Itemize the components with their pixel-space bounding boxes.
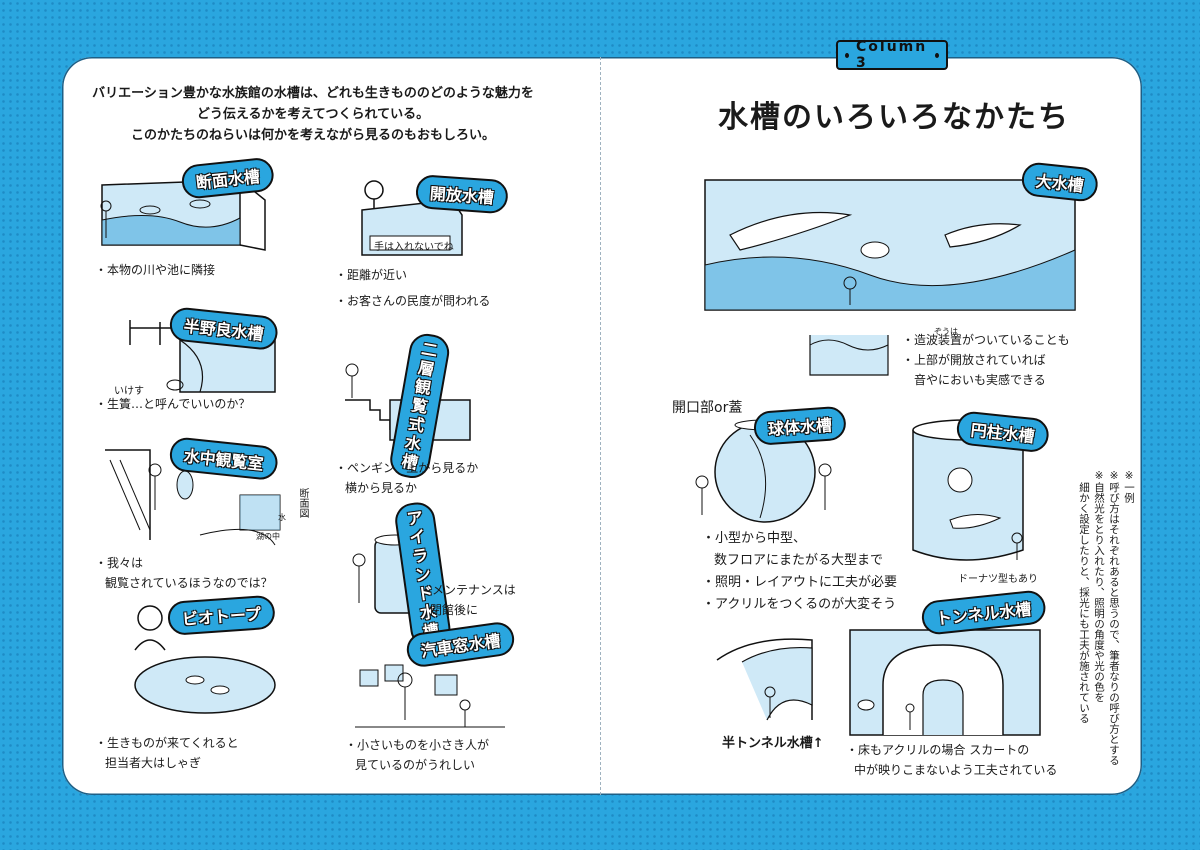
badge-text: Column 3	[856, 39, 928, 71]
entyu-note: ドーナツ型もあり	[958, 574, 1038, 585]
badge-dot-left	[845, 52, 849, 58]
suichu-illustration	[105, 449, 281, 546]
intro-line-2: どう伝えるかを考えてつくられている。	[196, 107, 430, 122]
intro-line-3: このかたちのねらいは何かを考えながら見るのもおもしろい。	[130, 128, 495, 143]
dai-ruby: ぞうは	[934, 327, 958, 336]
page-gutter	[600, 57, 601, 795]
kyutai-note-3: ・照明・レイアウトに工夫が必要	[702, 575, 898, 590]
kaiho-notes: ・距離が近い ・お客さんの民度が問われる	[335, 265, 490, 311]
tunnel-notes: ・床もアクリルの場合 スカートの 中が映りこまないよう工夫されている	[846, 740, 1057, 780]
kisha-note-1: ・小さいものを小さき人が	[345, 738, 490, 752]
intro-text: バリエーション豊かな水族館の水槽は、どれも生きもののどのような魅力を どう伝える…	[78, 83, 548, 146]
dai-note-3: 音やにおいも実感できる	[914, 373, 1046, 387]
kisha-illustration	[355, 664, 505, 728]
danmen-note: ・本物の川や池に隣接	[95, 263, 216, 277]
tunnel-half: 半トンネル水槽↑	[722, 736, 824, 751]
dai-notes: ・造波装置がついていることも ・上部が開放されていれば 音やにおいも実感できる	[902, 330, 1070, 390]
biotope-note-1: ・生きものが来てくれると	[95, 736, 239, 750]
nisou-label-1: 二層観覧式	[406, 339, 440, 436]
suichu-mark: 水	[278, 513, 286, 522]
tunnel-illustration	[849, 629, 1041, 736]
kaiho-sign: 手は入れないでね	[374, 242, 454, 253]
island-notes: ・メンテナンスは 閉館後に	[420, 580, 516, 620]
biotope-notes: ・生きものが来てくれると 担当者大はしゃぎ	[95, 733, 239, 773]
dai-illustration	[704, 179, 1076, 311]
hanyasei-note: ・生簀…と呼んでいいのか？	[95, 397, 251, 411]
side-notes: ※一例 ※呼び方はそれぞれあると思うので、筆者なりの呼び方とする ※自然光をとり…	[1066, 470, 1136, 770]
hanyasei-ruby: いけす	[114, 386, 144, 397]
intro-line-1: バリエーション豊かな水族館の水槽は、どれも生きもののどのような魅力を	[92, 86, 534, 101]
tunnel-note-1: ・床もアクリルの場合 スカートの	[846, 743, 1030, 757]
side-note-1: ※一例	[1123, 470, 1135, 503]
biotope-note-2: 担当者大はしゃぎ	[105, 756, 202, 770]
kyutai-note-4: ・アクリルをつくるのが大変そう	[702, 597, 897, 612]
kaiho-note-2: ・お客さんの民度が問われる	[335, 294, 491, 308]
nisou-notes: ・ペンギン、上から見るか 横から見るか	[335, 458, 478, 498]
suichu-danmenzu: 断面図	[297, 488, 308, 518]
kaiho-label: 開放水槽	[414, 174, 509, 215]
suichu-notes: ・我々は 観覧されているほうなのでは？	[95, 553, 273, 593]
kyutai-label: 球体水槽	[752, 405, 847, 446]
side-note-2: ※呼び方はそれぞれあると思うので、筆者なりの呼び方とする	[1108, 470, 1120, 766]
kyutai-opening: 開口部or蓋	[672, 400, 743, 416]
badge-dot-right	[934, 52, 939, 58]
wave-illustration	[809, 335, 889, 376]
kyutai-note-2: 数フロアにまたがる大型まで	[714, 553, 884, 568]
tunnel-note-2: 中が映りこまないよう工夫されている	[854, 763, 1058, 777]
biotope-illustration	[134, 605, 276, 714]
page-title: 水槽のいろいろなかたち	[718, 100, 1070, 135]
kisha-notes: ・小さいものを小さき人が 見ているのがうれしい	[345, 735, 489, 775]
nisou-note-2: 横から見るか	[345, 481, 418, 495]
half-tunnel-illustration	[716, 638, 813, 721]
column-badge: Column 3	[836, 39, 948, 71]
nisou-note-1: ・ペンギン、上から見るか	[335, 461, 479, 475]
dai-note-2: ・上部が開放されていれば	[902, 353, 1046, 367]
island-note-1: ・メンテナンスは	[420, 583, 516, 597]
island-note-2: 閉館後に	[430, 603, 479, 617]
kaiho-note-1: ・距離が近い	[335, 268, 408, 282]
dai-note-1: ・造波装置がついていることも	[902, 333, 1070, 347]
suichu-note-2: 観覧されているほうなのでは？	[105, 576, 273, 590]
kyutai-note-1: ・小型から中型、	[702, 531, 807, 546]
kyutai-notes: ・小型から中型、 数フロアにまたがる大型まで ・照明・レイアウトに工夫が必要 ・…	[702, 528, 897, 616]
suichu-note-1: ・我々は	[95, 556, 144, 570]
side-note-3: ※自然光をとり入れたり、照明の角度や光の色を	[1093, 470, 1105, 703]
side-note-4: 細かく設定したりと、採光にも工夫が施されている	[1078, 482, 1090, 724]
kisha-note-2: 見ているのがうれしい	[355, 758, 476, 772]
suichu-naka: 湖の中	[256, 532, 280, 541]
